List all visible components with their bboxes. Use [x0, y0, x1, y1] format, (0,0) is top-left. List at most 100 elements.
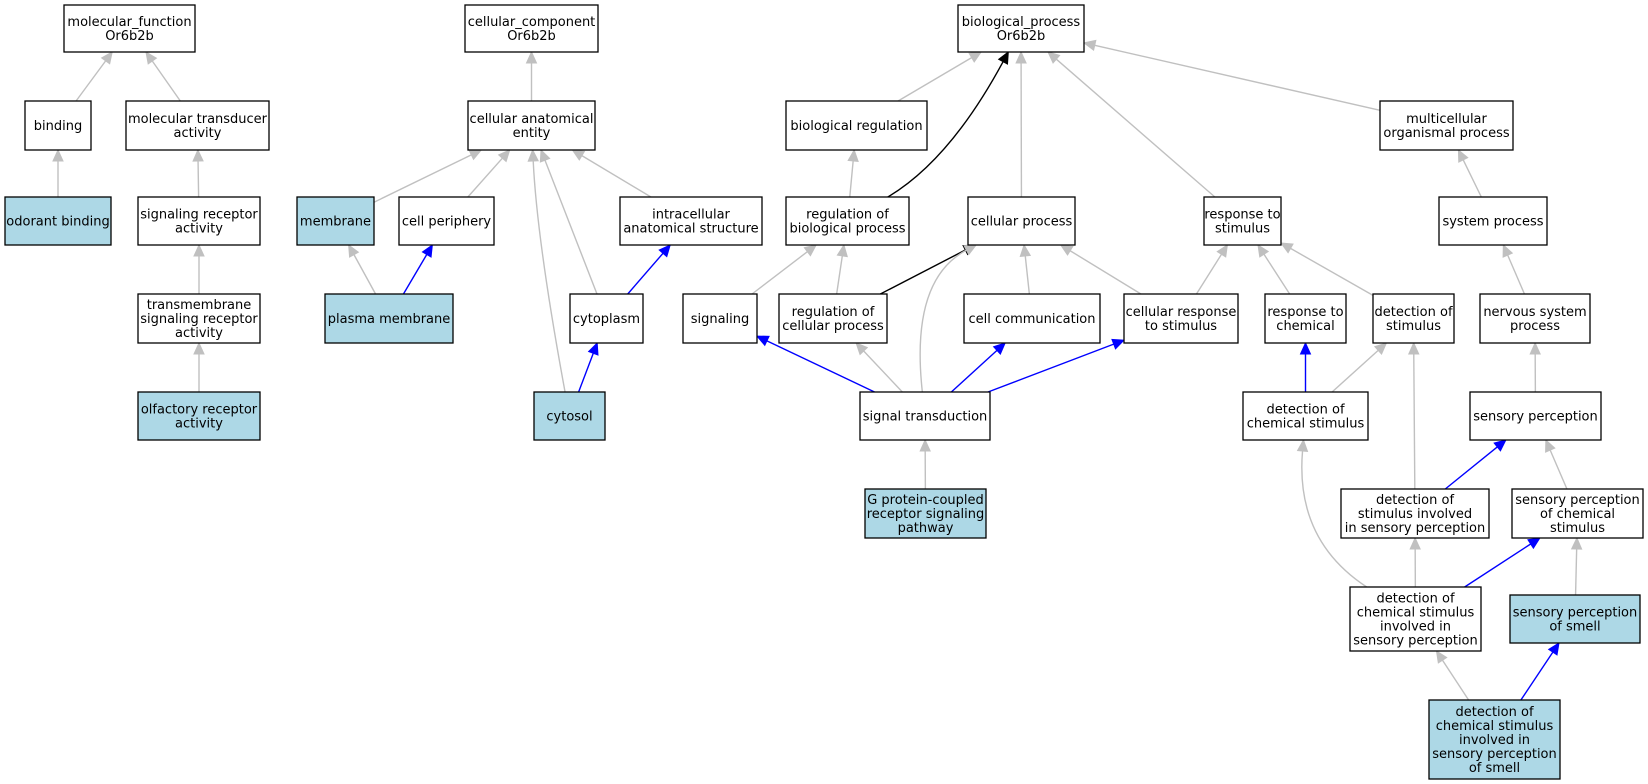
- edge-arrowhead: [968, 51, 983, 63]
- node-box: [1379, 100, 1514, 151]
- edge-arrowhead: [1047, 51, 1061, 64]
- edge-docs-to-rtc: [1299, 341, 1312, 392]
- node-label-line: activity: [175, 222, 223, 237]
- node-box: [778, 293, 888, 344]
- node-box: [398, 196, 495, 246]
- node-box: [1123, 293, 1239, 344]
- edge-cae-to-cc: [525, 50, 538, 101]
- edge-rtc-to-rts: [1257, 243, 1291, 295]
- edge-line: [581, 155, 652, 198]
- edge-ora-to-tsra: [193, 341, 205, 392]
- node-box: [1428, 699, 1561, 780]
- node-box: [569, 293, 644, 344]
- node-box: [1511, 488, 1644, 539]
- node-box: [324, 293, 454, 344]
- edge-docsisp-to-docs: [1296, 438, 1368, 588]
- node-label-line: involved in: [1380, 620, 1451, 635]
- edge-arrowhead: [145, 51, 158, 65]
- node-label-line: cellular process: [971, 215, 1073, 230]
- node-label-line: membrane: [300, 215, 371, 230]
- edge-arrowhead: [847, 148, 859, 162]
- edge-line: [1462, 159, 1482, 198]
- node-box: [464, 4, 599, 53]
- node-label-line: anatomical structure: [623, 222, 758, 237]
- edge-breg-to-bp: [897, 51, 983, 102]
- node-label-line: regulation of: [792, 305, 875, 320]
- node-label-line: binding: [34, 119, 82, 134]
- edge-arrowhead: [1547, 641, 1560, 656]
- edge-arrowhead: [1570, 536, 1583, 550]
- node-box: [1509, 594, 1641, 644]
- edge-arrowhead: [587, 341, 599, 356]
- edge-arrowhead: [571, 149, 586, 161]
- edge-sra-to-mta: [192, 148, 204, 198]
- edge-arrowhead: [855, 342, 869, 356]
- node-signaling: signaling: [682, 293, 758, 344]
- node-system-process: system process: [1438, 196, 1548, 246]
- node-box: [682, 293, 758, 344]
- edge-cellcomm-to-cp: [1019, 243, 1032, 295]
- edge-arrowhead: [468, 149, 483, 161]
- node-label-line: chemical stimulus: [1247, 417, 1365, 432]
- edge-line: [887, 61, 1004, 198]
- node-box: [957, 4, 1085, 53]
- edge-odorant-to-binding: [52, 148, 64, 197]
- edge-mta-to-mf: [145, 51, 181, 102]
- node-label-line: signal transduction: [863, 410, 988, 425]
- edge-line: [1520, 651, 1554, 701]
- node-label-line: to stimulus: [1145, 319, 1217, 334]
- edge-arrowhead: [1257, 243, 1270, 258]
- node-label-line: multicellular: [1406, 112, 1487, 127]
- edge-line: [532, 160, 566, 393]
- node-label-line: chemical: [1276, 319, 1334, 334]
- node-label-line: nervous system: [1483, 305, 1586, 320]
- node-label-line: stimulus involved: [1358, 507, 1472, 522]
- edge-arrowhead: [192, 148, 204, 162]
- edge-spos-to-spocs: [1570, 536, 1583, 596]
- node-label-line: organismal process: [1383, 126, 1509, 141]
- edge-layer: [52, 39, 1583, 701]
- edge-arrowhead: [1082, 39, 1097, 52]
- edge-arrowhead: [992, 342, 1007, 356]
- edge-arrowhead: [497, 149, 511, 163]
- node-label-line: biological regulation: [790, 119, 922, 134]
- edge-cp-to-bp: [1015, 50, 1027, 198]
- node-label-line: Or6b2b: [997, 29, 1046, 44]
- node-signal-transduction: signal transduction: [859, 391, 991, 441]
- edge-line: [766, 340, 875, 393]
- node-label-line: molecular transducer: [128, 112, 268, 127]
- edge-arrowhead: [1409, 536, 1421, 550]
- node-label-line: pathway: [898, 521, 954, 536]
- node-cellular-process: cellular process: [967, 196, 1076, 246]
- node-label-line: cell communication: [968, 312, 1095, 327]
- edge-st-to-crts: [987, 338, 1126, 393]
- edge-mop-to-bp: [1082, 39, 1381, 112]
- edge-arrowhead: [1019, 243, 1032, 258]
- node-label-line: signaling receptor: [140, 208, 258, 223]
- edge-signaling-to-rbp: [751, 244, 818, 295]
- edge-line: [1263, 253, 1291, 295]
- edge-arrowhead: [193, 243, 205, 257]
- edge-line: [75, 60, 107, 102]
- node-biological-regulation: biological regulation: [785, 100, 928, 151]
- edge-line: [151, 60, 181, 102]
- edge-arrowhead: [1299, 341, 1312, 355]
- node-label-line: Or6b2b: [507, 29, 556, 44]
- node-cytosol: cytosol: [533, 391, 606, 441]
- node-label-line: sensory perception: [1515, 493, 1640, 508]
- node-label-line: receptor signaling: [867, 507, 985, 522]
- edge-arrowhead: [1457, 148, 1469, 163]
- edge-binding-to-mf: [75, 51, 113, 102]
- node-label-line: molecular_function: [67, 15, 191, 30]
- edge-arrowhead: [1493, 439, 1507, 452]
- node-label-line: activity: [175, 326, 223, 341]
